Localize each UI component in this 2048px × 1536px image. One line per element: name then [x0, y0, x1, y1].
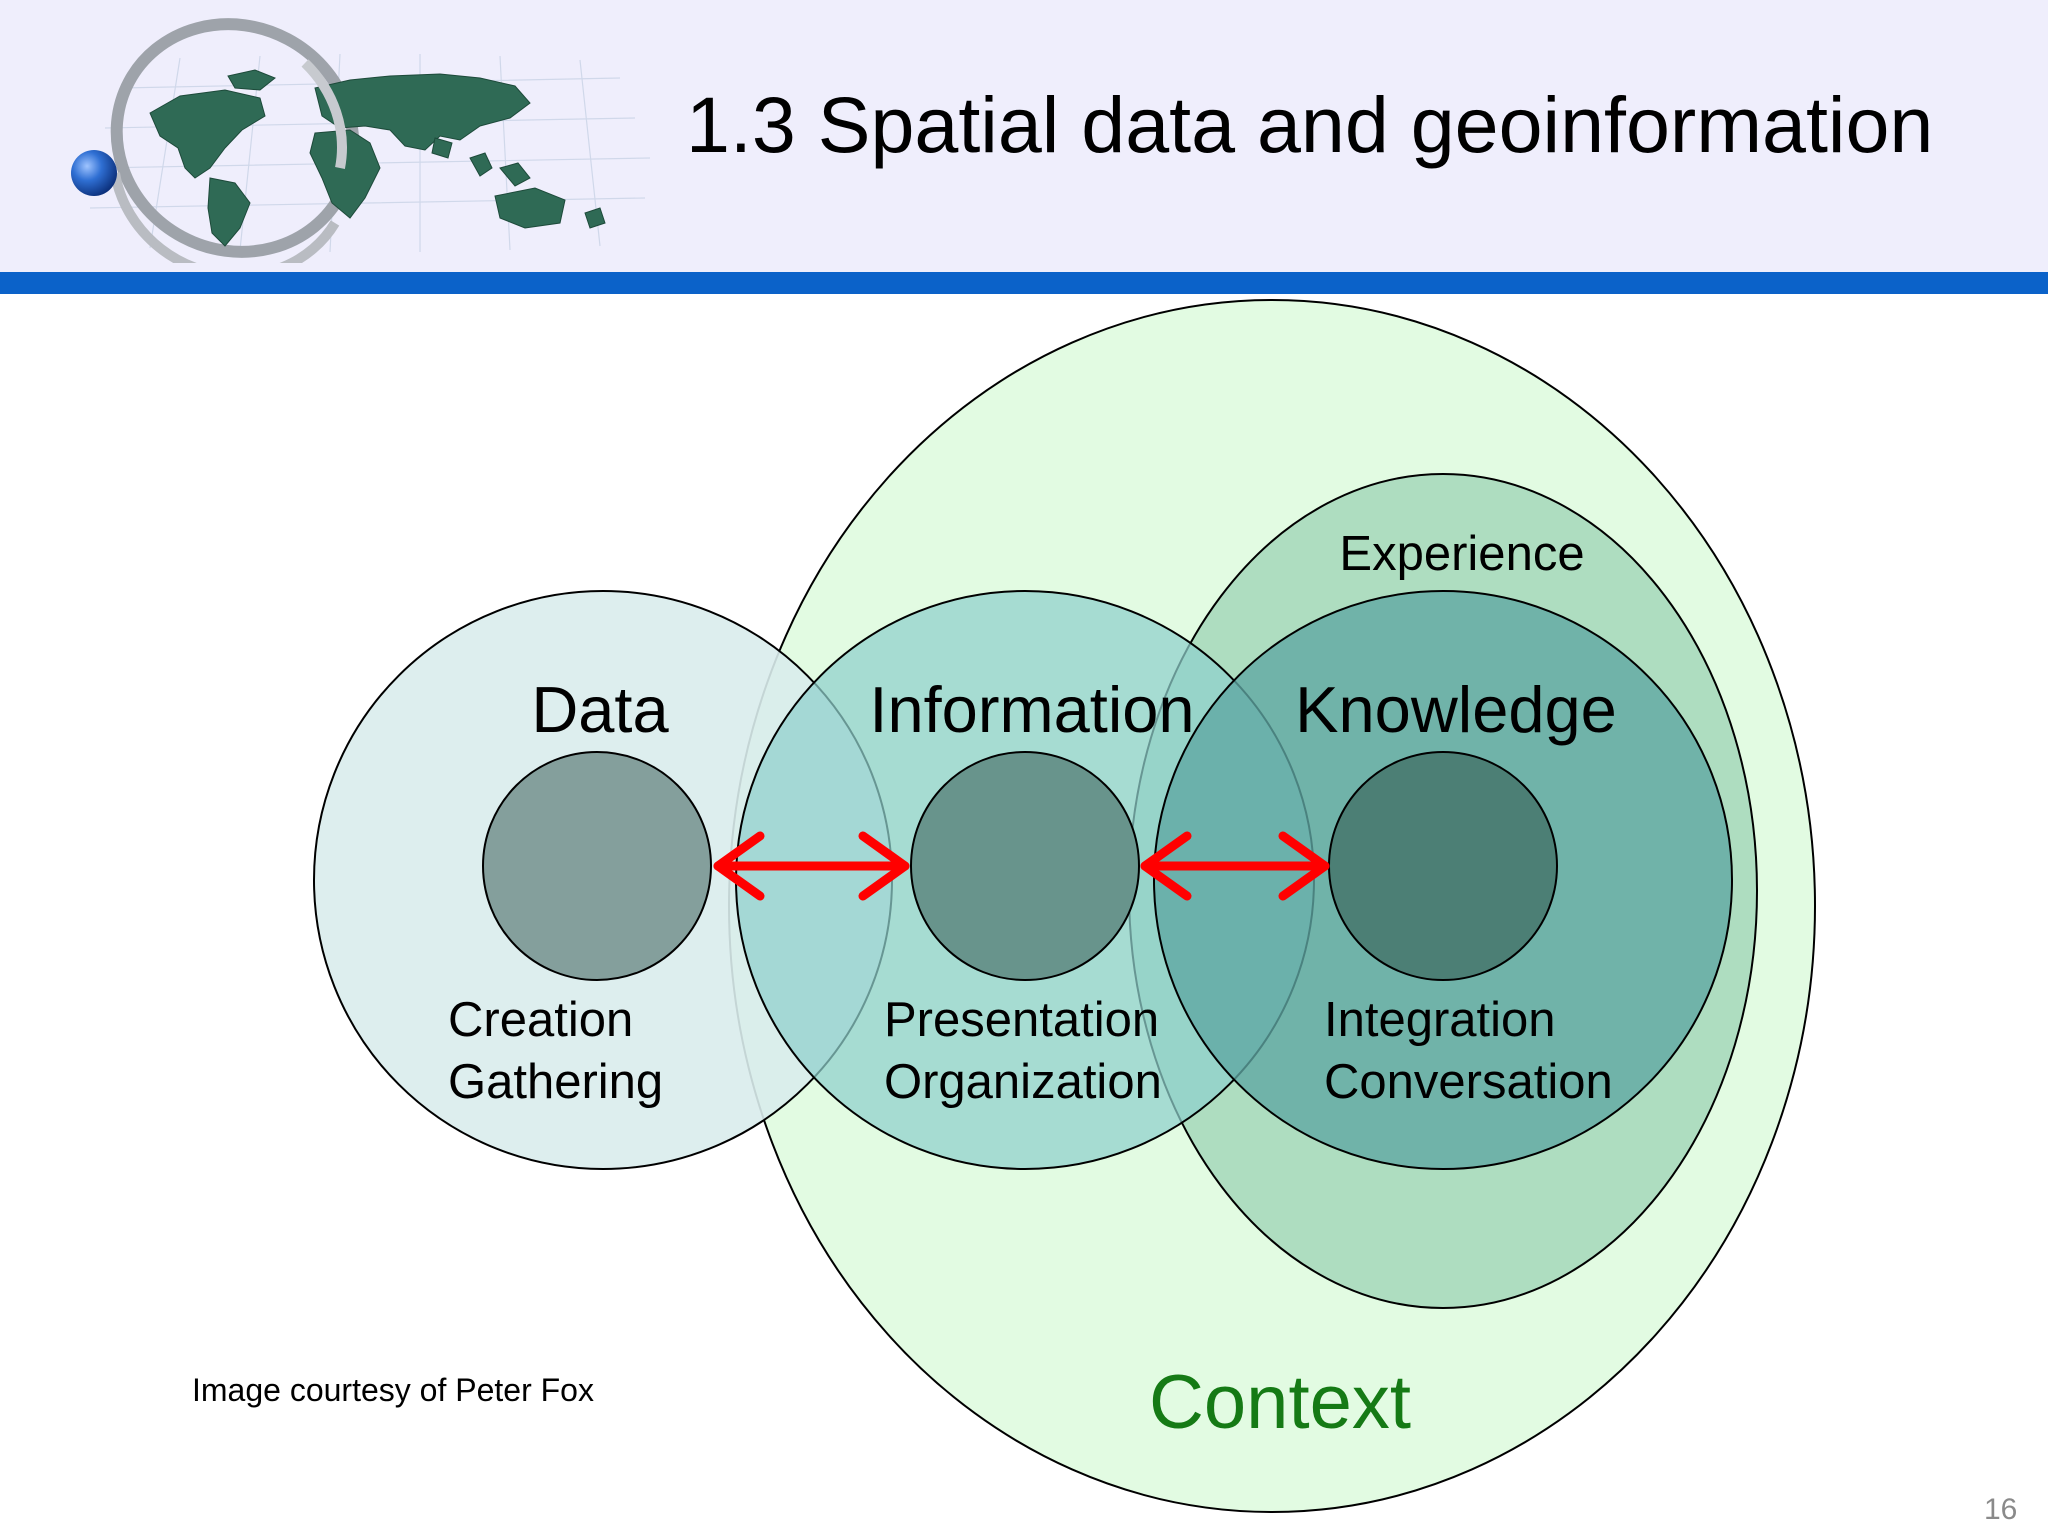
information-line2: Organization	[884, 1055, 1162, 1109]
double-arrow-data-information	[713, 831, 910, 901]
information-line1: Presentation	[884, 993, 1159, 1047]
world-map-globe-icon	[71, 18, 650, 263]
knowledge-line1: Integration	[1324, 993, 1556, 1047]
double-arrow-information-knowledge	[1140, 831, 1330, 901]
slide-title: 1.3 Spatial data and geoinformation	[686, 80, 1934, 169]
information-title: Information	[869, 673, 1194, 746]
slide-header: 1.3 Spatial data and geoinformation	[0, 0, 2048, 272]
header-divider	[0, 272, 2048, 294]
data-core	[482, 751, 712, 981]
information-core	[910, 751, 1140, 981]
experience-label: Experience	[1339, 527, 1584, 581]
image-credit: Image courtesy of Peter Fox	[192, 1372, 594, 1408]
context-label: Context	[1149, 1360, 1411, 1445]
page-number: 16	[1984, 1493, 2018, 1526]
data-line1: Creation	[448, 993, 633, 1047]
data-line2: Gathering	[448, 1055, 663, 1109]
data-title: Data	[531, 673, 669, 746]
knowledge-line2: Conversation	[1324, 1055, 1613, 1109]
knowledge-core	[1328, 751, 1558, 981]
knowledge-title: Knowledge	[1295, 673, 1617, 746]
